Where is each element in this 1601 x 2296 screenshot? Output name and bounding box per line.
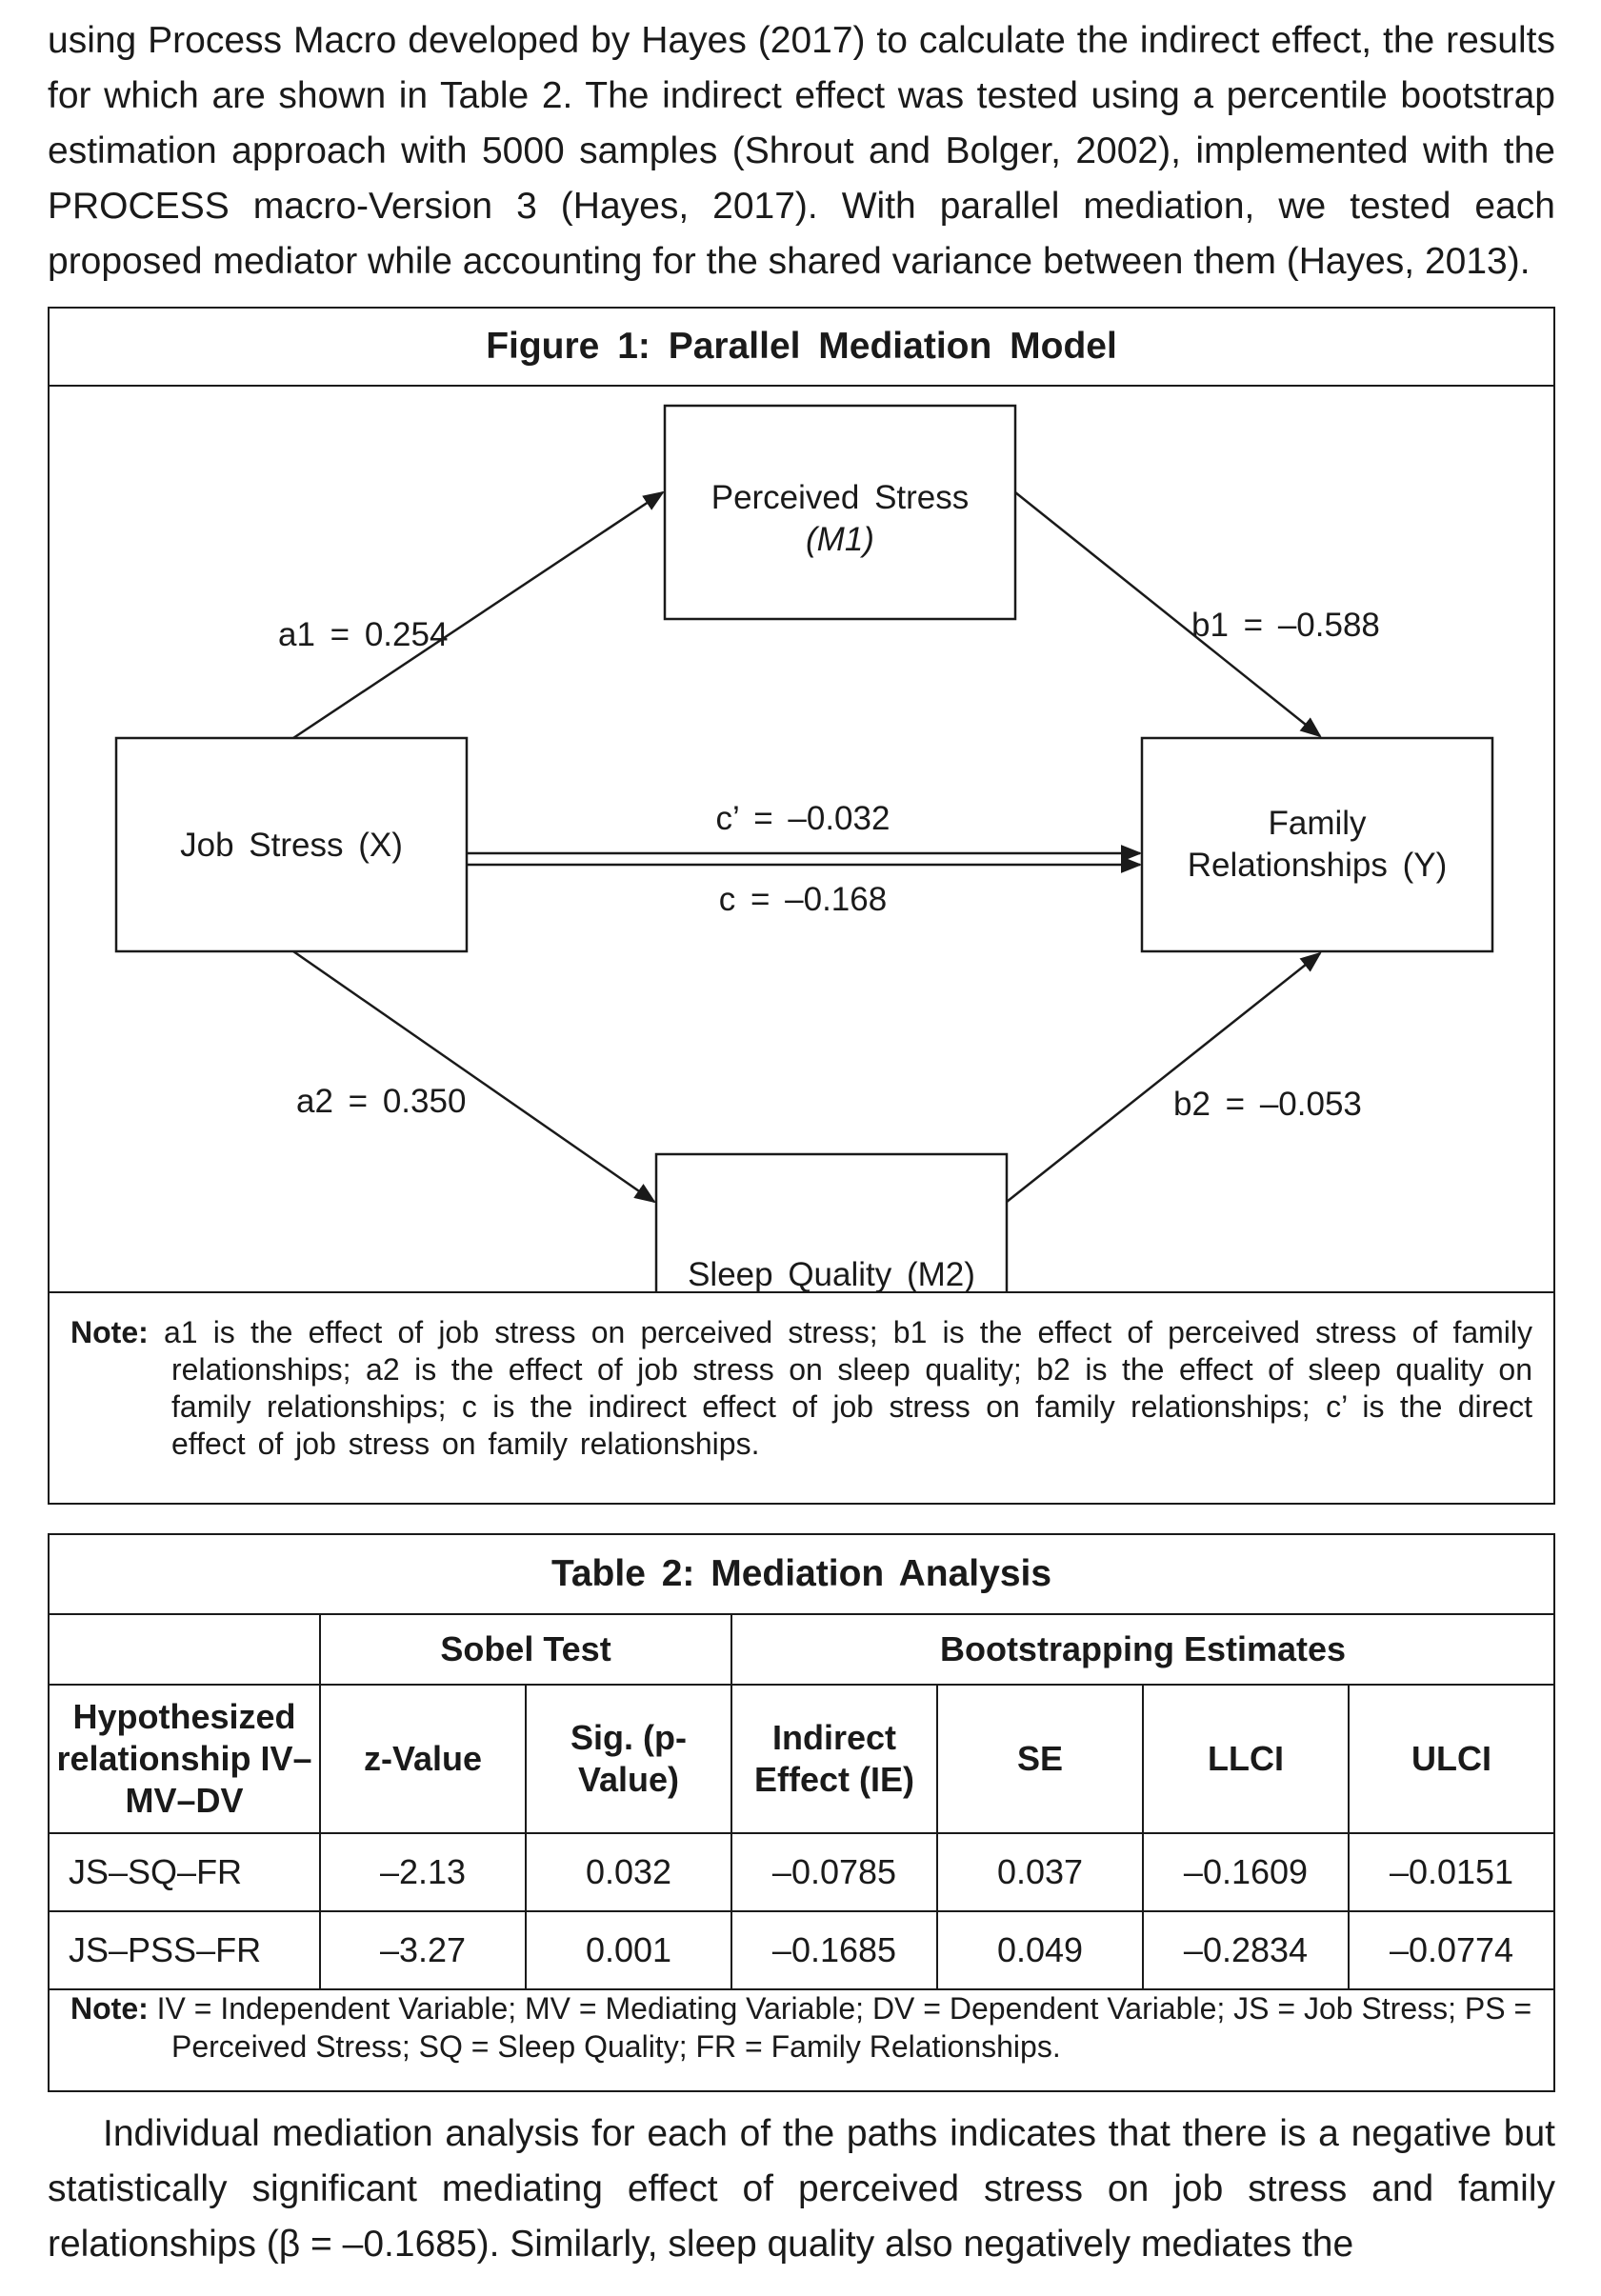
cell-ulci: –0.0774 (1347, 1910, 1554, 1990)
table-title: Table 2: Mediation Analysis (50, 1535, 1554, 1615)
table-group-empty (50, 1613, 321, 1686)
header-sig: Sig. (p-Value) (525, 1684, 732, 1834)
cell-sig: 0.032 (525, 1832, 732, 1912)
path-a1-arrow (292, 490, 665, 740)
node-y-label-line1: Family (1268, 805, 1367, 842)
path-b2-arrow (1006, 951, 1322, 1203)
mediation-table: Table 2: Mediation Analysis Sobel Test B… (50, 1535, 1554, 1990)
path-a2-arrow (292, 949, 656, 1204)
table-note-label: Note: (70, 1991, 149, 2026)
figure-note-text: a1 is the effect of job stress on percei… (163, 1315, 1533, 1461)
table-group-sobel: Sobel Test (319, 1613, 732, 1686)
node-y-box (1140, 736, 1494, 953)
header-ulci: ULCI (1347, 1684, 1554, 1834)
figure-note-label: Note: (70, 1315, 149, 1349)
path-b1-label: b1 = –0.588 (1191, 607, 1380, 644)
cell-llci: –0.2834 (1142, 1910, 1350, 1990)
cell-relationship: JS–PSS–FR (50, 1910, 321, 1990)
figure-1: Figure 1: Parallel Mediation Model Perce… (48, 307, 1555, 1505)
cell-ulci: –0.0151 (1347, 1832, 1554, 1912)
table-row: JS–PSS–FR –3.27 0.001 –0.1685 0.049 –0.2… (50, 1910, 1554, 1990)
node-y-label-line2: Relationships (Y) (1188, 847, 1448, 884)
figure-title: Figure 1: Parallel Mediation Model (50, 309, 1553, 387)
path-a1-label: a1 = 0.254 (278, 616, 448, 653)
header-z-value: z-Value (319, 1684, 527, 1834)
cell-z-value: –3.27 (319, 1910, 527, 1990)
cell-indirect-effect: –0.0785 (730, 1832, 938, 1912)
body-paragraph-top: using Process Macro developed by Hayes (… (48, 20, 1555, 282)
cell-se: 0.049 (936, 1910, 1144, 1990)
path-b1-arrow (1014, 491, 1322, 738)
header-relationship: Hypothesized relationship IV–MV–DV (50, 1684, 321, 1834)
table-note-text: IV = Independent Variable; MV = Mediatin… (156, 1991, 1532, 2064)
cell-se: 0.037 (936, 1832, 1144, 1912)
table-2: Table 2: Mediation Analysis Sobel Test B… (48, 1533, 1555, 2092)
header-se: SE (936, 1684, 1144, 1834)
cell-z-value: –2.13 (319, 1832, 527, 1912)
node-m2-label: Sleep Quality (M2) (688, 1256, 975, 1291)
figure-note: Note: a1 is the effect of job stress on … (50, 1291, 1553, 1503)
path-c-label: c = –0.168 (719, 881, 887, 918)
node-x-label: Job Stress (X) (180, 827, 403, 864)
cell-relationship: JS–SQ–FR (50, 1832, 321, 1912)
path-b2-label: b2 = –0.053 (1173, 1086, 1362, 1123)
cell-indirect-effect: –0.1685 (730, 1910, 938, 1990)
node-m2-box (654, 1152, 1009, 1291)
header-llci: LLCI (1142, 1684, 1350, 1834)
cell-llci: –0.1609 (1142, 1832, 1350, 1912)
cell-sig: 0.001 (525, 1910, 732, 1990)
table-row: JS–SQ–FR –2.13 0.032 –0.0785 0.037 –0.16… (50, 1832, 1554, 1912)
table-note: Note: IV = Independent Variable; MV = Me… (50, 1978, 1553, 2090)
path-a2-label: a2 = 0.350 (296, 1083, 466, 1120)
node-m1-box (663, 404, 1017, 621)
table-group-bootstrap: Bootstrapping Estimates (730, 1613, 1554, 1686)
mediation-diagram: Perceived Stress (M1) Job Stress (X) Fam… (114, 404, 1494, 1291)
node-m1-label-line1: Perceived Stress (711, 479, 970, 516)
body-paragraph-bottom: Individual mediation analysis for each o… (48, 2113, 1555, 2265)
node-m1-label-line2: (M1) (806, 521, 874, 558)
header-indirect-effect: Indirect Effect (IE) (730, 1684, 938, 1834)
path-c-prime-label: c’ = –0.032 (716, 800, 891, 837)
node-x-box (114, 736, 469, 953)
